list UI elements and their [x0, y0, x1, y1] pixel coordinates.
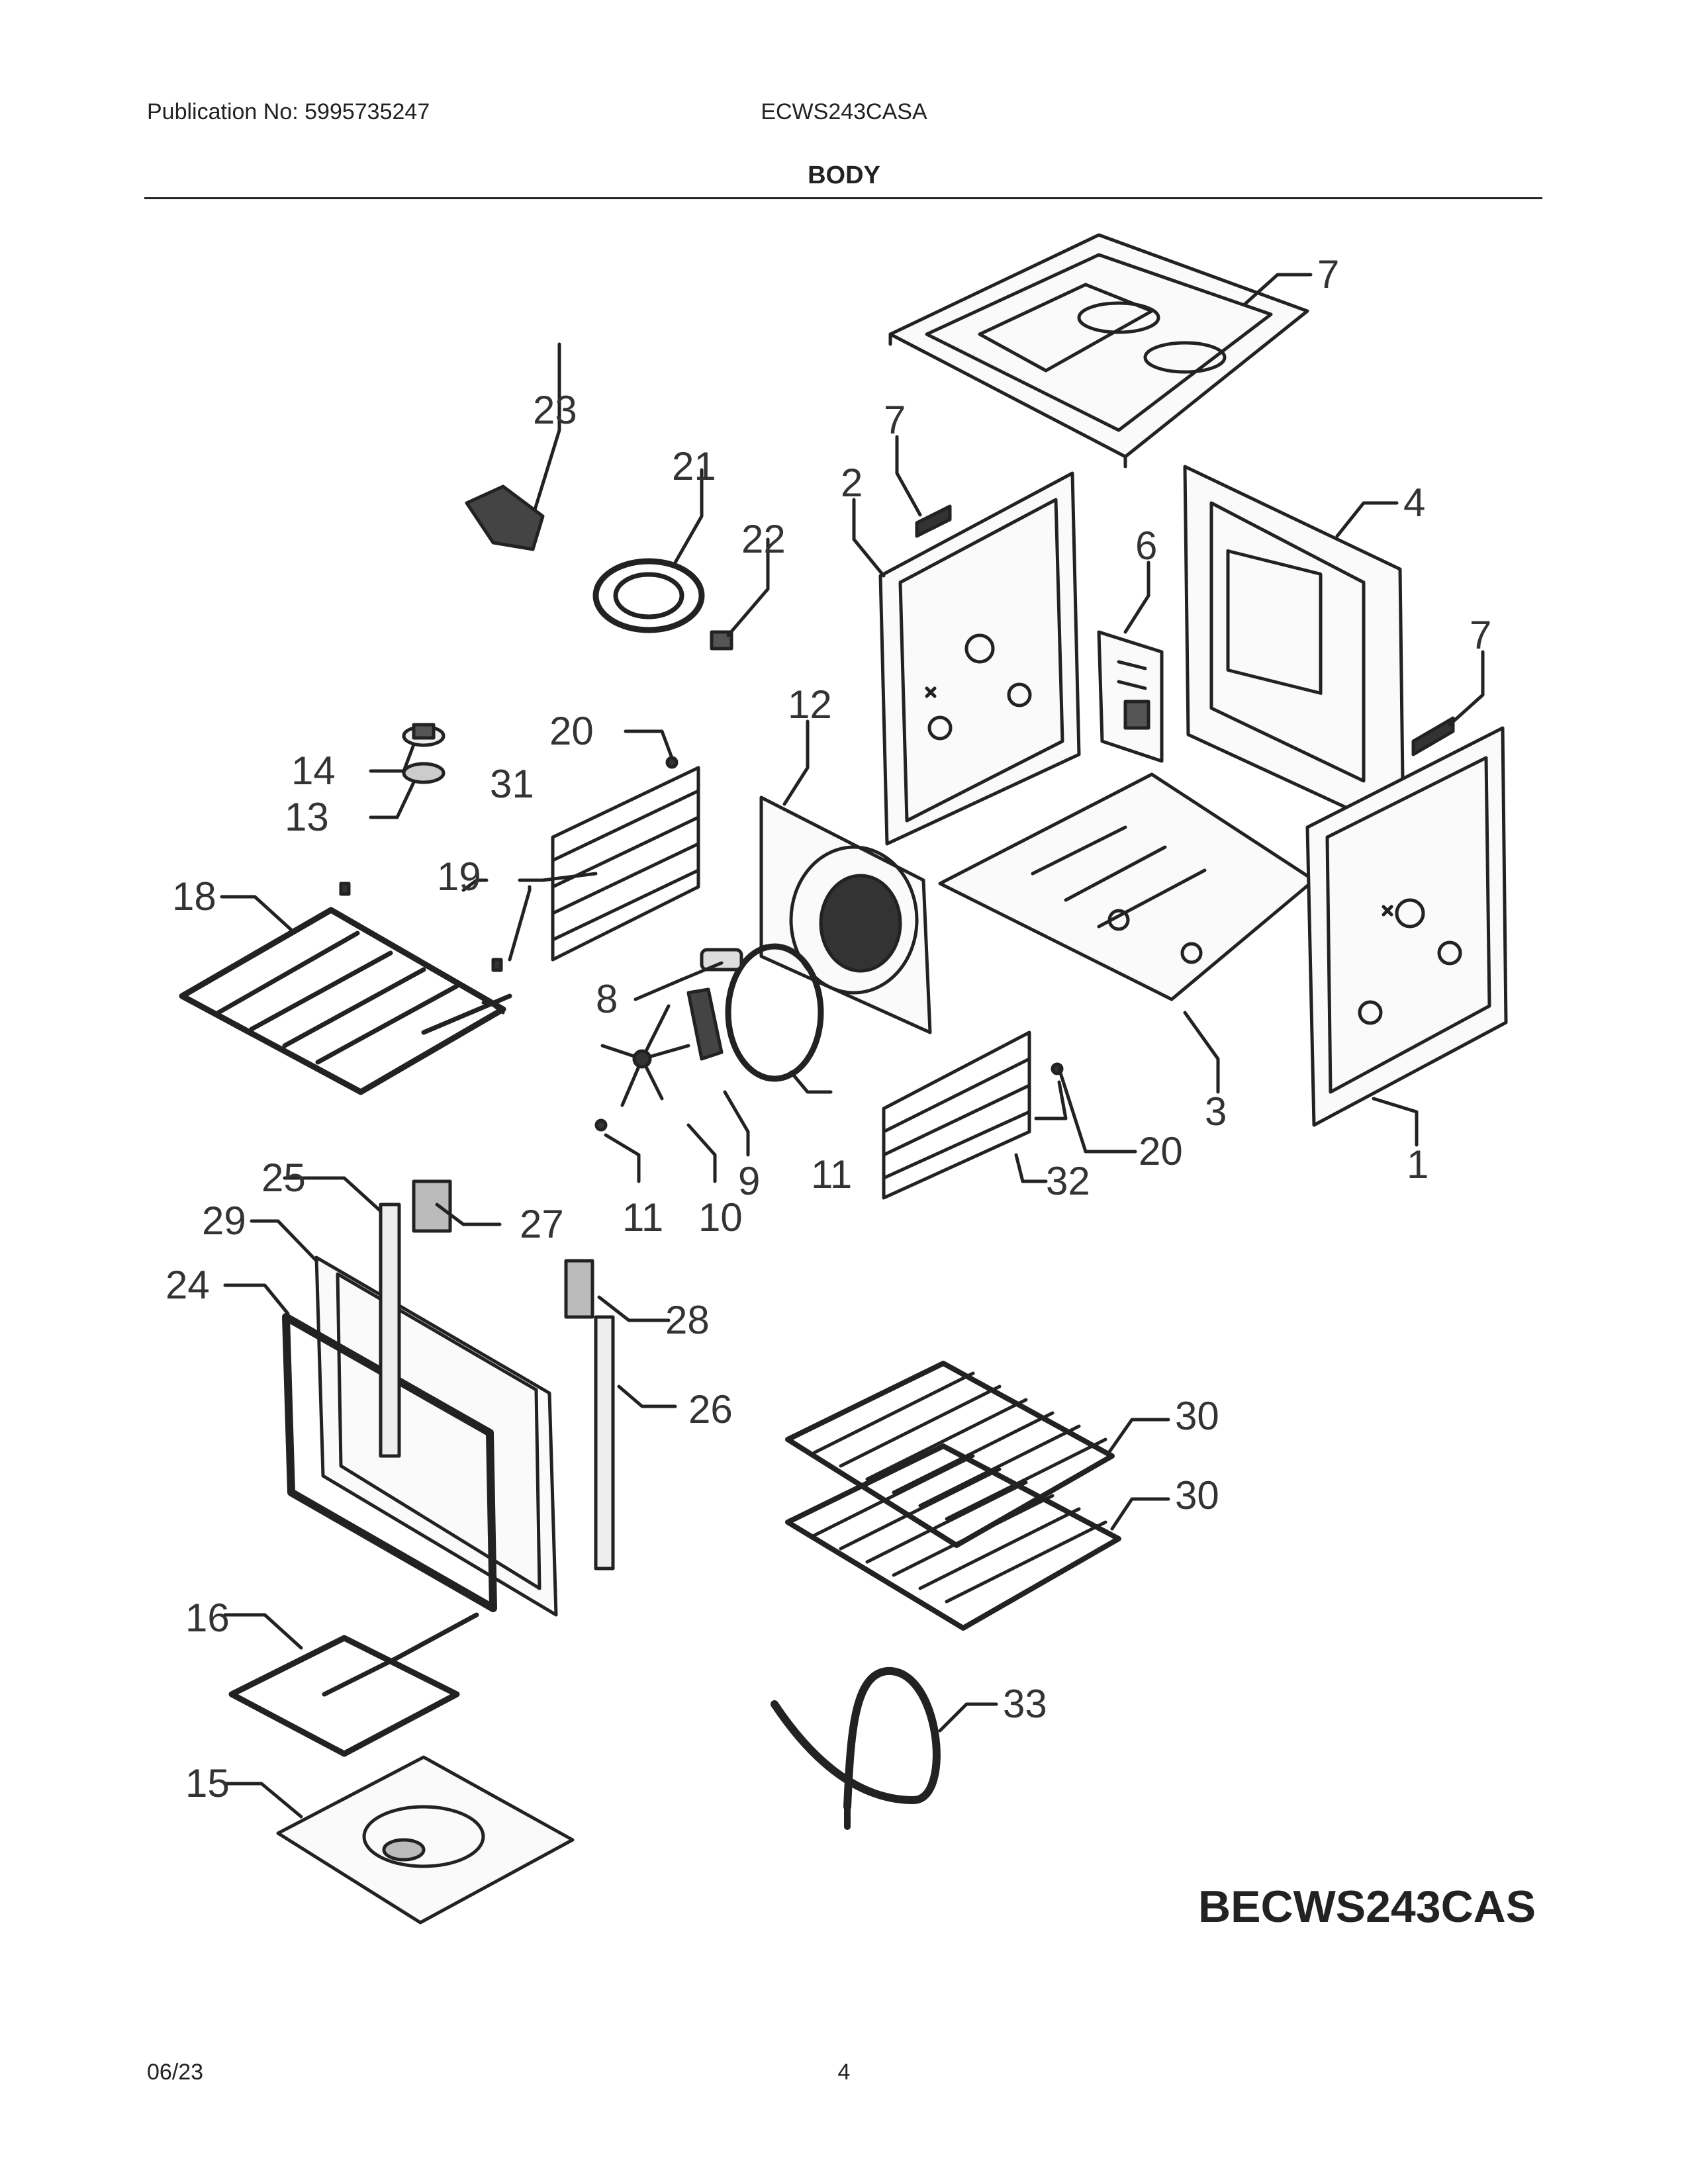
- part-oven-rack-upper: [785, 1361, 1115, 1548]
- part-clip-upper: [915, 504, 952, 538]
- callout-20-upper: 20: [549, 709, 594, 753]
- callout-32: 32: [1046, 1159, 1090, 1203]
- model-label: BECWS243CAS: [1198, 1882, 1536, 1932]
- callout-30-lower: 30: [1175, 1473, 1219, 1518]
- part-convection-element: [592, 558, 705, 633]
- page-number: 4: [837, 2060, 851, 2085]
- part-fan-bracket: [686, 987, 724, 1061]
- header-divider: [144, 197, 1542, 199]
- callout-5: 7: [1317, 252, 1339, 296]
- callout-18: 18: [172, 874, 216, 919]
- callout-labels: 7 7 2 4 6 7 12 1 3 20 32 11 8 9 10 11 23…: [165, 252, 1491, 1805]
- part-side-panel-left: [878, 471, 1081, 846]
- callout-1: 1: [1407, 1142, 1429, 1187]
- callout-31: 31: [490, 762, 534, 806]
- footer-date: 06/23: [147, 2060, 204, 2085]
- callout-8: 8: [596, 977, 618, 1021]
- callout-19: 19: [437, 854, 481, 899]
- callout-13: 12: [788, 682, 832, 727]
- callout-23: 23: [533, 388, 577, 432]
- part-oven-bottom: [276, 1755, 575, 1925]
- callout-2: 2: [841, 461, 863, 505]
- callout-14: 13: [285, 795, 329, 839]
- part-back-panel: [1183, 465, 1405, 836]
- part-vent-bracket: [1097, 630, 1164, 763]
- part-door-gasket: [282, 1313, 497, 1612]
- callout-24: 24: [165, 1263, 210, 1307]
- publication-number: Publication No: 5995735247: [147, 99, 430, 124]
- part-motor: [700, 948, 743, 972]
- part-thermostat-cap: [402, 762, 445, 784]
- callout-11: 11: [622, 1195, 663, 1240]
- callout-15: 14: [291, 749, 336, 793]
- callout-7-right: 7: [1470, 613, 1491, 657]
- leader-lines: [220, 273, 1485, 1819]
- callout-21: 21: [672, 444, 716, 488]
- model-number: ECWS243CASA: [761, 99, 927, 124]
- part-drain-hose: [771, 1666, 941, 1830]
- callout-16: 15: [185, 1761, 230, 1805]
- callout-3: 3: [1205, 1089, 1227, 1134]
- part-clip-small-a: [339, 882, 351, 896]
- callout-26: 26: [688, 1387, 733, 1432]
- callout-25: 25: [261, 1156, 306, 1200]
- part-bake-element: [228, 1612, 479, 1757]
- part-rack-support-right: [882, 1030, 1031, 1200]
- callout-20-right: 20: [1139, 1129, 1183, 1173]
- part-clip-right: [1411, 716, 1455, 756]
- callout-9: 9: [738, 1159, 760, 1203]
- part-side-panel-right: [1305, 726, 1508, 1127]
- part-oven-rack-lower: [785, 1443, 1121, 1631]
- callout-27: 27: [520, 1202, 564, 1246]
- part-fan-cover: [759, 796, 932, 1034]
- part-hinge-right: [594, 1315, 615, 1570]
- part-fan-blade: [600, 1004, 690, 1107]
- part-top-panel: [888, 233, 1309, 469]
- callout-12: 11: [811, 1152, 852, 1197]
- part-bottom-panel: [938, 772, 1316, 1001]
- callout-6: 6: [1135, 523, 1157, 568]
- part-hinge-left: [379, 1203, 401, 1458]
- callout-7-upper: 7: [884, 398, 906, 442]
- part-thermostat-bulb: [402, 723, 445, 747]
- part-rack-support-left: [551, 766, 700, 962]
- callout-17: 16: [185, 1596, 230, 1640]
- callout-29: 29: [202, 1199, 246, 1243]
- callout-28: 28: [665, 1298, 710, 1342]
- part-nut: [594, 1118, 608, 1132]
- callout-30-upper: 30: [1175, 1394, 1219, 1438]
- part-terminal-block: [710, 630, 733, 651]
- callout-33: 33: [1003, 1682, 1047, 1726]
- part-fan-ring: [725, 943, 824, 1082]
- part-hinge-bracket-left: [412, 1179, 452, 1233]
- part-door-frame: [314, 1255, 558, 1617]
- section-title: BODY: [808, 161, 880, 189]
- callout-4: 4: [1403, 480, 1425, 525]
- part-clip-small-b: [491, 958, 503, 972]
- callout-22: 22: [741, 517, 786, 561]
- part-hinge-bracket-right: [564, 1259, 594, 1319]
- part-broil-element: [179, 907, 512, 1095]
- part-bracket-cluster: [465, 484, 545, 551]
- callout-10: 10: [698, 1195, 743, 1240]
